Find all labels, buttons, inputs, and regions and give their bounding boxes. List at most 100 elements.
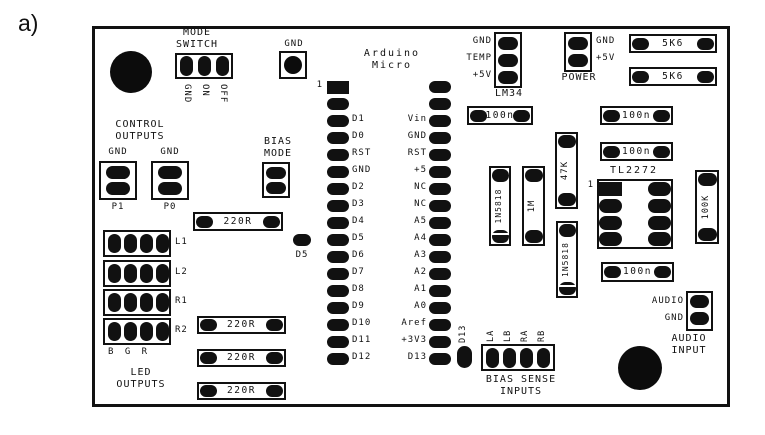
l1-connector-pad-3 xyxy=(140,234,153,253)
l1-label: L1 xyxy=(175,237,188,247)
l2-connector-pad-3 xyxy=(140,264,153,283)
gnd-testpoint-label: GND xyxy=(284,39,304,49)
arduino-right-pins-pad-6 xyxy=(429,166,451,178)
l2-connector-pad-4 xyxy=(156,264,169,283)
bias-sense-ra-label: RA xyxy=(520,329,531,342)
bias-sense-connector-pad-3 xyxy=(520,348,533,368)
diode-1n5818-2-cathode-band xyxy=(558,285,576,287)
arduino-right-pins-label-4: GND xyxy=(407,131,427,141)
capacitor-100n-4-pad-1 xyxy=(604,266,621,278)
arduino-left-pins-pad-6 xyxy=(327,166,349,178)
d13-sense-label: D13 xyxy=(458,324,469,343)
arduino-right-pins-pad-2 xyxy=(429,98,451,110)
resistor-1m-pad-1 xyxy=(524,169,543,182)
arduino-left-pins-pad-17 xyxy=(327,353,349,365)
power-connector-pad-1 xyxy=(568,37,588,50)
audio-connector-pad-2 xyxy=(690,312,709,325)
bias-sense-lb-label: LB xyxy=(503,329,514,342)
arduino-left-pins-label-13: D8 xyxy=(352,284,365,294)
arduino-left-pins-pad-9 xyxy=(327,217,349,229)
arduino-right-pins-pad-17 xyxy=(429,353,451,365)
lm34-label: LM34 xyxy=(494,88,524,99)
lm34-pin-temp-label: TEMP xyxy=(466,53,492,63)
resistor-47k-pad-1 xyxy=(557,135,576,148)
arduino-right-pins-label-3: Vin xyxy=(407,114,427,124)
power-pin-5v-label: +5V xyxy=(596,53,616,63)
arduino-left-pins-pad-13 xyxy=(327,285,349,297)
arduino-right-pins-pad-12 xyxy=(429,268,451,280)
resistor-47k-pad-2 xyxy=(557,193,576,206)
arduino-left-pins-label-8: D3 xyxy=(352,199,365,209)
bias-sense-la-label: LA xyxy=(486,329,497,342)
lm34-pin-gnd-label: GND xyxy=(472,36,492,46)
p0-gnd-label: GND xyxy=(160,147,180,157)
tl2272-pin1-marker: 1 xyxy=(587,180,594,190)
arduino-left-pins-label-4: D0 xyxy=(352,131,365,141)
arduino-left-pins-pad-7 xyxy=(327,183,349,195)
d5-via-label: D5 xyxy=(295,250,309,260)
audio-pin-gnd-label: GND xyxy=(664,313,684,323)
arduino-right-pins-pad-9 xyxy=(429,217,451,229)
arduino-right-pins-pad-14 xyxy=(429,302,451,314)
mode-switch-pin-gnd-label: GND xyxy=(182,84,193,104)
resistor-100k-pad-2 xyxy=(697,228,717,241)
p1-connector xyxy=(99,161,137,200)
resistor-220r-2-value: 220R xyxy=(227,319,256,330)
arduino-right-pins-pad-16 xyxy=(429,336,451,348)
power-pin-gnd-label: GND xyxy=(596,36,616,46)
control-outputs-label-line-1: CONTROL xyxy=(115,119,165,130)
capacitor-100n-4-value: 100n xyxy=(623,266,652,277)
audio-input-label-line-1: AUDIO xyxy=(671,333,707,344)
p1-connector-pad-2 xyxy=(106,182,130,195)
arduino-right-pins-label-9: A5 xyxy=(414,216,427,226)
control-outputs-label-line-2: OUTPUTS xyxy=(115,131,165,143)
arduino-right-pins-pad-5 xyxy=(429,149,451,161)
resistor-220r-1-pad-2 xyxy=(263,215,280,228)
arduino-micro-title-line-2: Micro xyxy=(371,60,413,72)
tl2272-footprint-pad-7 xyxy=(648,216,671,230)
capacitor-100n-3-pad-2 xyxy=(653,145,670,158)
arduino-left-pins-label-6: GND xyxy=(352,165,372,175)
arduino-right-pins-label-6: +5 xyxy=(414,165,427,175)
diode-1n5818-1-pad-2 xyxy=(491,230,509,243)
resistor-5k6-1 xyxy=(629,34,717,53)
capacitor-100n-2-pad-2 xyxy=(653,109,670,122)
tl2272-footprint-pad-3 xyxy=(599,216,622,230)
arduino-right-pins-label-13: A1 xyxy=(414,284,427,294)
arduino-left-pins-label-7: D2 xyxy=(352,182,365,192)
p1-gnd-label: GND xyxy=(108,147,128,157)
p1-label: P1 xyxy=(111,202,125,212)
capacitor-100n-2-pad-1 xyxy=(603,109,620,122)
resistor-5k6-2 xyxy=(629,67,717,86)
arduino-left-pins-label-15: D10 xyxy=(352,318,372,328)
d5-via-pad xyxy=(293,234,311,246)
r2-connector-pad-4 xyxy=(156,322,169,341)
capacitor-100n-4-pad-2 xyxy=(654,266,671,278)
power-connector-pad-2 xyxy=(568,54,588,67)
resistor-220r-4-pad-2 xyxy=(266,385,283,397)
d13-sense-pad xyxy=(457,346,472,368)
mode-switch-pin-off-label: OFF xyxy=(218,84,229,104)
r1-label: R1 xyxy=(175,296,188,306)
arduino-right-pins-pad-4 xyxy=(429,132,451,144)
arduino-left-pins-pad-3 xyxy=(327,115,349,127)
resistor-220r-2 xyxy=(197,316,286,334)
tl2272-label: TL2272 xyxy=(609,165,659,176)
resistor-220r-4-value: 220R xyxy=(227,385,256,396)
arduino-micro-title-line-1: Arduino xyxy=(363,48,421,59)
power-label: POWER xyxy=(561,72,597,83)
resistor-220r-4-pad-1 xyxy=(200,385,217,397)
capacitor-100n-1-pad-1 xyxy=(470,109,487,122)
resistor-5k6-1-pad-1 xyxy=(632,37,649,50)
arduino-left-pins-pad-8 xyxy=(327,200,349,212)
capacitor-100n-2-value: 100n xyxy=(622,110,651,121)
resistor-47k xyxy=(555,132,578,209)
audio-pin-audio-label: AUDIO xyxy=(651,296,684,306)
bias-sense-inputs-label-line-1: BIAS SENSE xyxy=(485,374,557,385)
l2-connector-pad-2 xyxy=(124,264,137,283)
